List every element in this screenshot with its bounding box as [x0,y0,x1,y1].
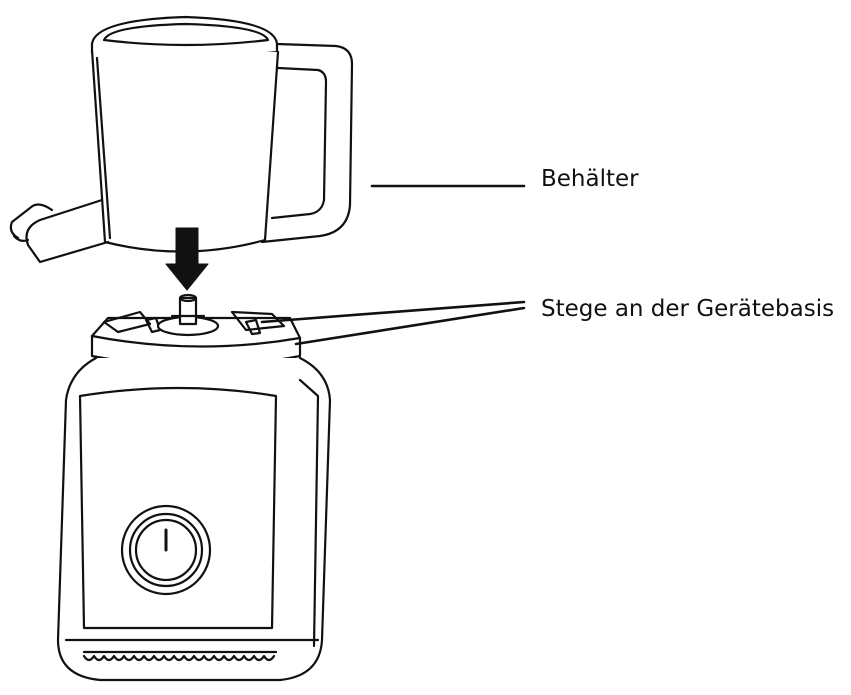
leader-lines [260,184,526,346]
leader-line-ridge-1 [260,300,526,324]
label-container: Behälter [541,166,639,192]
dial-knob-icon [120,504,212,596]
blender-jar [9,15,354,264]
blender-base-top [90,293,302,368]
leader-line-ridge-2 [294,306,526,346]
down-arrow-icon [165,227,209,291]
label-base-ridges: Stege an der Gerätebasis [541,296,835,322]
